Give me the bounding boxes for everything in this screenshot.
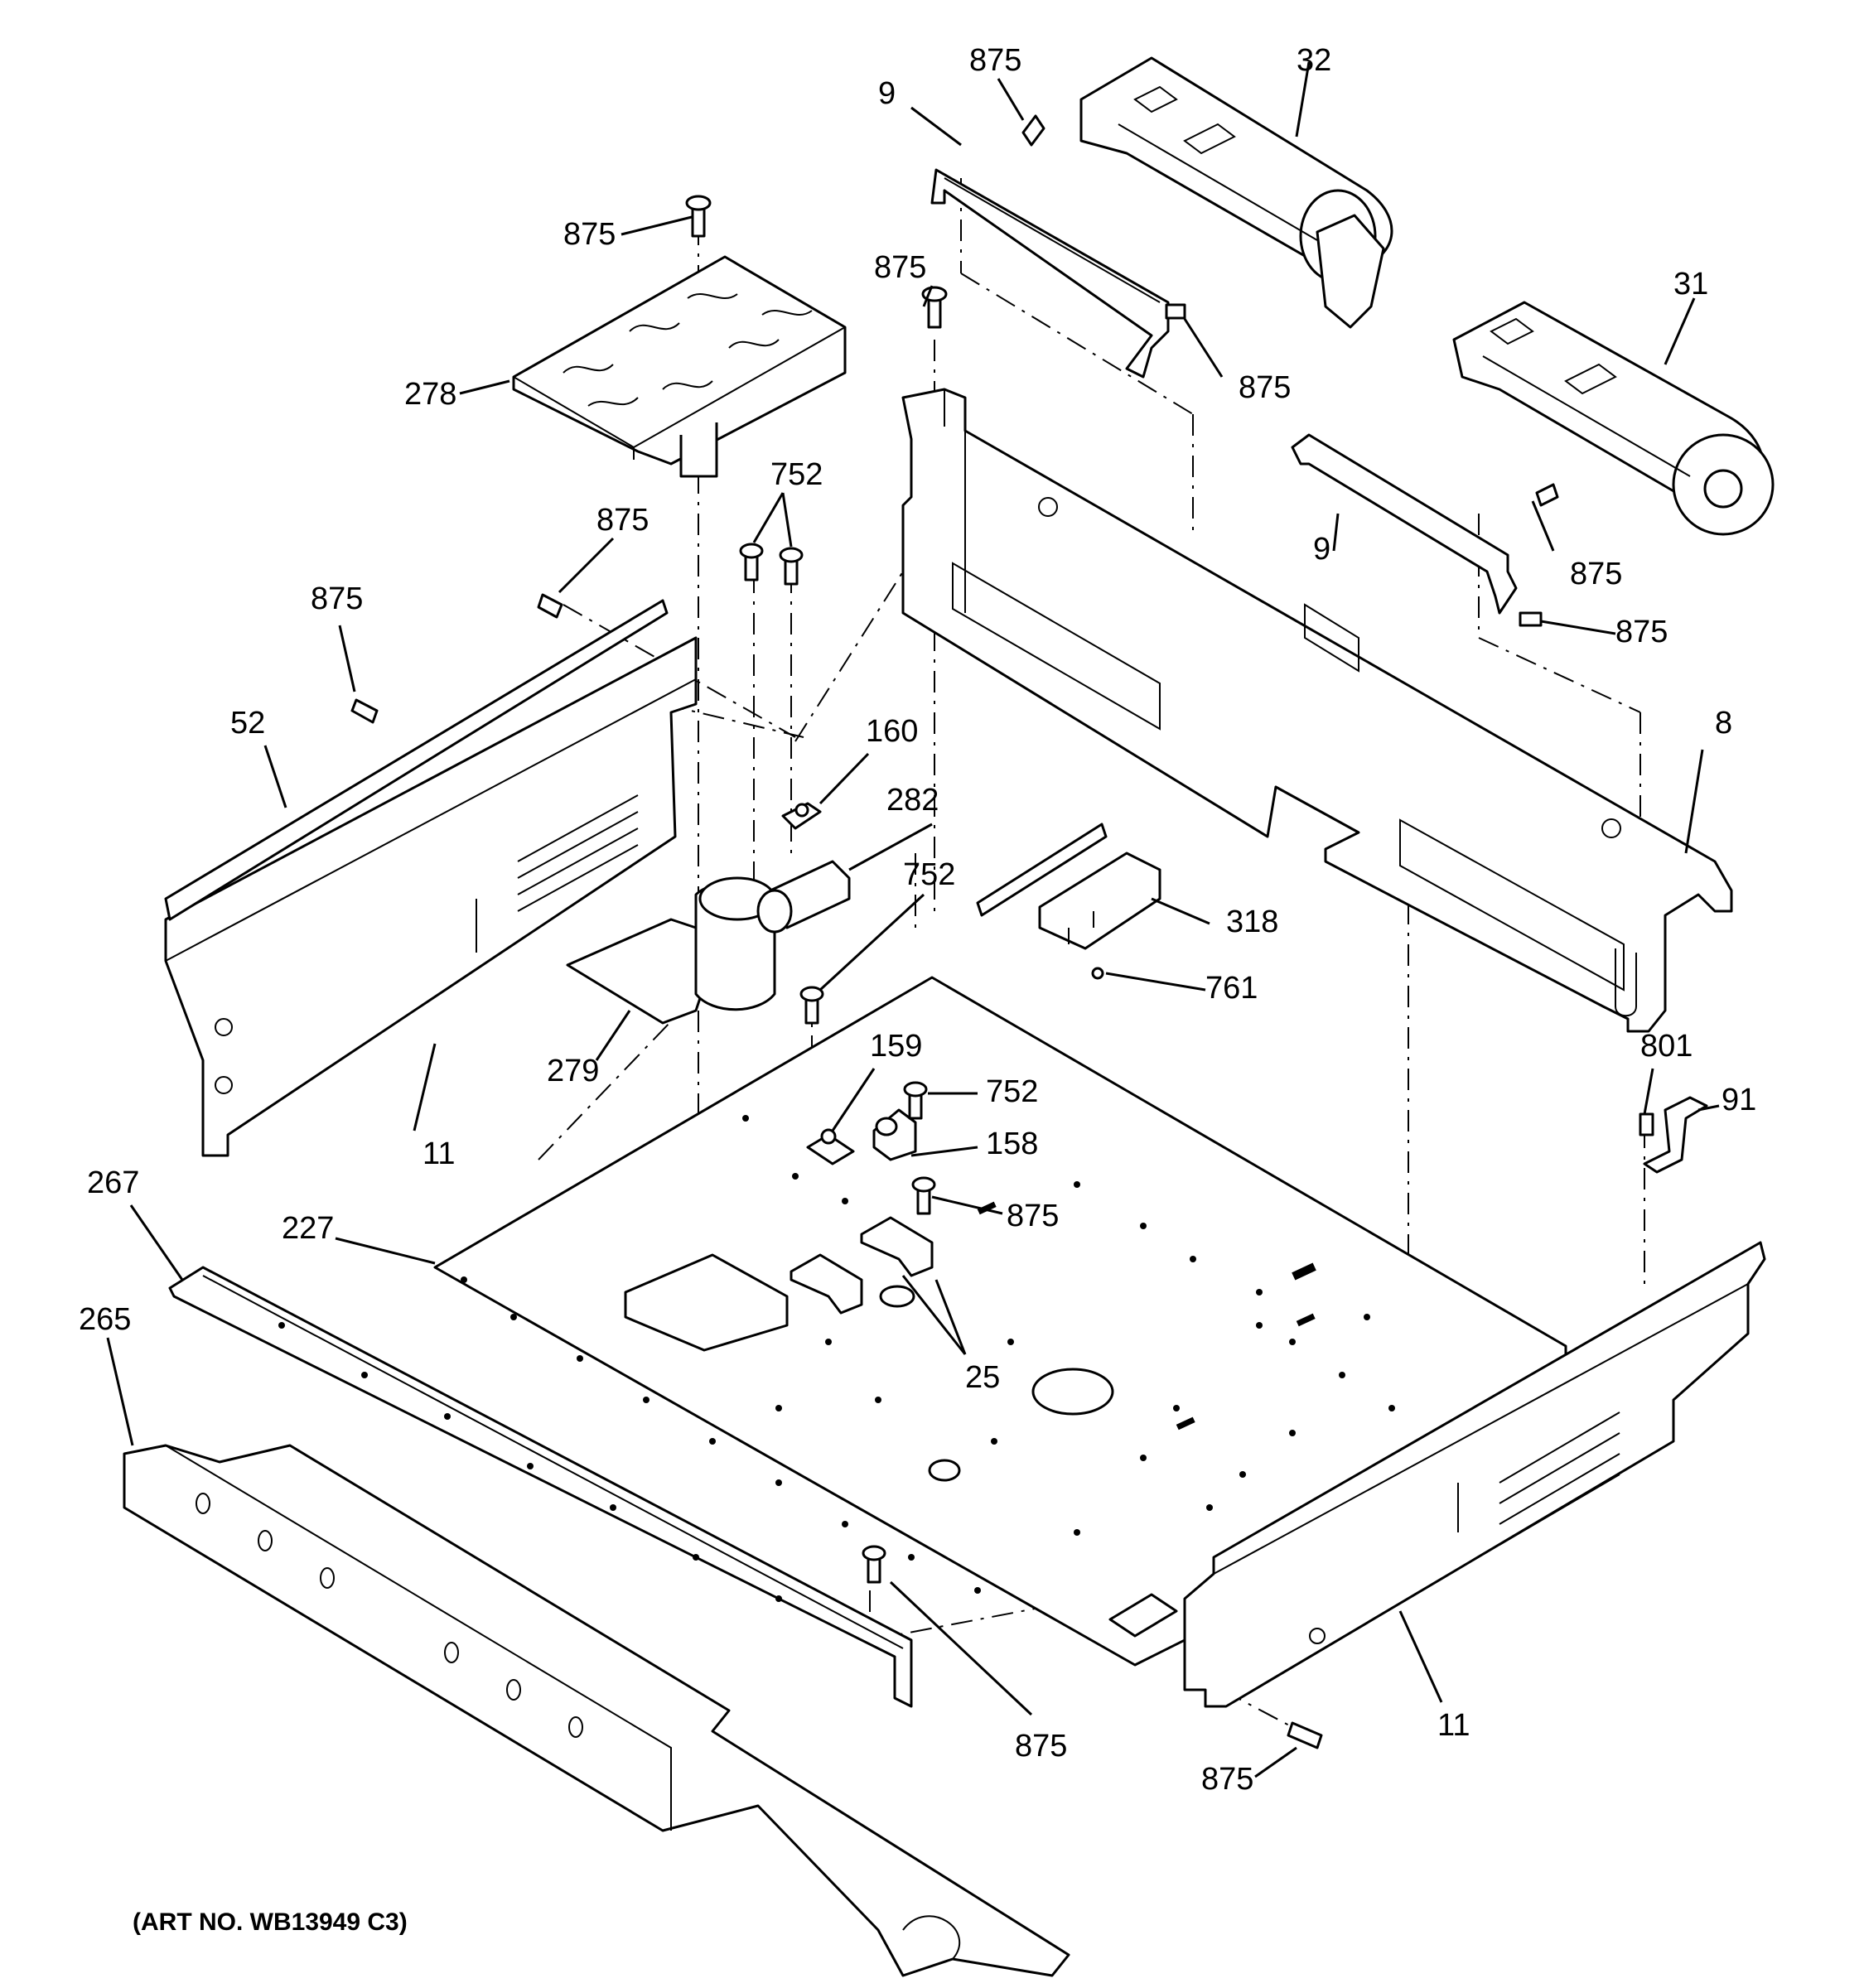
sensor-160: [781, 802, 822, 830]
callout-282: 282: [886, 783, 939, 818]
rear-panel-8: [901, 388, 1733, 1033]
callout-875: 875: [1007, 1199, 1059, 1233]
bracket-9-top: [930, 168, 1170, 379]
igniter-282: [756, 860, 851, 934]
blower-motor-32: [1079, 56, 1393, 329]
screws: [350, 114, 1559, 1749]
callout-25: 25: [965, 1360, 1000, 1395]
callout-9: 9: [878, 76, 896, 111]
blower-housing-279: [566, 876, 776, 1025]
callout-32: 32: [1297, 43, 1331, 78]
callout-761: 761: [1205, 971, 1258, 1006]
screw-761: [1091, 967, 1104, 980]
callout-801: 801: [1640, 1029, 1693, 1064]
side-panel-11-left: [164, 636, 698, 1157]
bracket-9-right: [1291, 433, 1518, 615]
bracket-91: [1643, 1096, 1708, 1174]
callout-875: 875: [1570, 557, 1622, 591]
callout-227: 227: [282, 1211, 334, 1246]
callout-160: 160: [866, 714, 918, 749]
callout-875: 875: [1015, 1729, 1067, 1764]
strip-52: [164, 599, 669, 921]
front-rail-267: [168, 1266, 913, 1708]
callout-52: 52: [230, 706, 265, 741]
leader-lines: [106, 61, 1720, 1778]
terminal-block-318: [976, 823, 1161, 950]
callout-265: 265: [79, 1302, 131, 1337]
callout-875: 875: [1201, 1762, 1253, 1797]
callout-labels: 875 9 32 875 875 31 875 278 752 875 875 …: [79, 43, 1756, 1797]
callout-279: 279: [547, 1054, 599, 1088]
art-number: (ART NO. WB13949 C3): [133, 1908, 408, 1936]
base-plate-227: [433, 976, 1567, 1667]
callout-875: 875: [1239, 370, 1291, 405]
blower-motor-31: [1452, 301, 1775, 536]
sensor-159: [806, 1128, 855, 1165]
callout-11: 11: [1437, 1708, 1470, 1743]
switch-158: [872, 1108, 917, 1161]
callout-9: 9: [1313, 532, 1330, 567]
insulation-block-278: [512, 255, 847, 478]
callout-91: 91: [1722, 1083, 1756, 1117]
callout-159: 159: [870, 1029, 922, 1064]
callout-752: 752: [986, 1074, 1038, 1109]
callout-752: 752: [903, 857, 955, 892]
callout-875: 875: [1615, 615, 1668, 649]
callout-267: 267: [87, 1165, 139, 1200]
bracket-pair-25: [790, 1216, 934, 1315]
callout-875: 875: [969, 43, 1021, 78]
callout-752: 752: [770, 457, 823, 492]
callout-31: 31: [1673, 267, 1708, 302]
callout-875: 875: [596, 503, 649, 538]
callout-318: 318: [1226, 905, 1278, 939]
callout-158: 158: [986, 1127, 1038, 1161]
callout-875: 875: [563, 217, 616, 252]
side-panel-11-right: [1183, 1241, 1766, 1708]
callout-8: 8: [1715, 706, 1732, 741]
callout-278: 278: [404, 377, 456, 412]
callout-11: 11: [423, 1136, 455, 1171]
screw-801: [1639, 1112, 1654, 1136]
trim-panel-265: [123, 1444, 1070, 1977]
callout-875: 875: [311, 581, 363, 616]
callout-875: 875: [874, 250, 926, 285]
